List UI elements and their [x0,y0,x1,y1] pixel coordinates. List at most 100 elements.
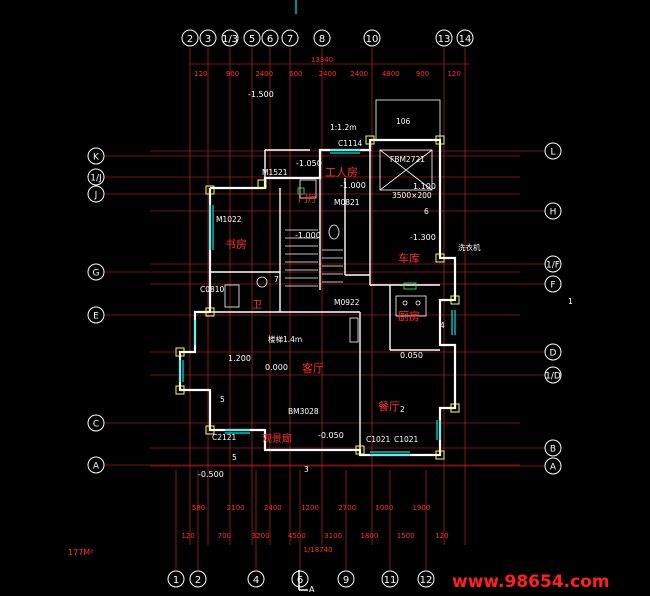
plumbing-fixtures [224,179,427,343]
level-0050: 0.050 [400,351,423,360]
axis-label-top: 10 [366,34,379,45]
axis-label-top: 3 [205,34,211,45]
num-6: 6 [424,207,429,216]
watermark: www.98654.com [452,572,610,592]
dim-bottom-2: 1000 [375,504,393,512]
axis-bubble-right [544,366,562,384]
axis-bubble-right [544,457,562,475]
dim-bottom: 1500 [397,532,415,540]
axis-label-top: 14 [459,34,472,45]
axis-bubble-right [544,439,562,457]
axis-label-right: 1/D [545,372,561,382]
axis-bubble-top [435,29,453,47]
axis-bubble-top [243,29,261,47]
axis-bubble-left [87,456,105,474]
level-neg1500: -1.500 [248,90,274,99]
dim-bottom: 700 [218,532,231,540]
axis-label-top: 6 [267,34,273,45]
level-neg1050: -1.050 [296,159,322,168]
dim-bottom: 1800 [360,532,378,540]
dim-bottom: 120 [435,532,448,540]
num-5b: 5 [232,453,237,462]
axis-bubble-bottom [247,570,265,588]
note-stair: 1:1.2m [330,123,357,132]
axis-label-top: 1/3 [222,34,238,45]
tag-m1521: M1521 [262,168,288,177]
dim-bottom: 3100 [324,532,342,540]
dim-bottom-2: 1900 [413,504,431,512]
dim-top: 900 [416,70,429,78]
level-1200: 1.200 [228,354,251,363]
axis-label-top: 5 [249,34,255,45]
axis-bubble-top [363,29,381,47]
dim-top: 600 [289,70,302,78]
tag-bm3028: BM3028 [288,407,319,416]
dim-bottom-total: 1/18740 [303,546,332,554]
axis-label-right: F [550,281,555,291]
axis-bubble-left [87,147,105,165]
windows [179,149,456,456]
tag-c1021a: C1021 [366,435,391,444]
interior-walls [210,149,440,450]
dim-bottom-2: 2100 [227,504,245,512]
section-label: A [309,585,315,594]
tag-m0821: M0821 [334,198,360,207]
room-study: 书房 [225,238,247,251]
dim-bottom-2: 580 [192,504,205,512]
num-3: 3 [304,465,309,474]
axis-bubble-bottom [337,570,355,588]
dim-bottom: 3200 [252,532,270,540]
axis-label-left: J [94,191,98,201]
level-neg1000b: -1.000 [295,231,321,240]
tag-m1022: M1022 [216,215,242,224]
axis-bubble-bottom [381,570,399,588]
axis-bubble-right [544,255,562,273]
axis-bubble-top [199,29,217,47]
axis-bubble-bottom [417,570,435,588]
axis-label-left: G [93,269,100,279]
axis-label-left: C [93,420,99,430]
axis-bubble-right [544,275,562,293]
axis-label-right: L [550,148,555,158]
dim-bottom: 4500 [288,532,306,540]
tag-106: 106 [396,117,411,126]
dim-bottom-2: 1200 [301,504,319,512]
axis-bubble-left [87,306,105,324]
axis-label-bottom: 4 [253,575,259,586]
axis-label-right: H [550,208,557,218]
room-servant: 工人房 [325,166,358,179]
room-living: 客厅 [302,361,324,375]
axis-label-bottom: 2 [195,575,201,586]
green-markers [297,187,417,290]
door-window-tags: FBM2721 BM3028 C2121 C1021 C1021 C1114 M… [200,117,573,474]
level-neg1000a: -1.000 [340,181,366,190]
axis-bubble-bottom [189,570,207,588]
level-marks: -1.500 -1.050 -1.000 -1.000 -1.300 1.200… [198,90,436,479]
note-garage: 3500×200 [392,191,432,200]
axis-bubble-top [181,29,199,47]
dim-top: 4800 [382,70,400,78]
tag-c1021b: C1021 [394,435,419,444]
axis-label-bottom: 9 [343,575,349,586]
axis-label-left: K [93,153,100,163]
axis-label-right: D [550,349,557,359]
room-kitchen: 厨房 [398,310,420,323]
tag-c1114: C1114 [338,139,363,148]
dim-top: 2400 [319,70,337,78]
axis-bubble-top [456,29,474,47]
axis-bubble-left [87,414,105,432]
dim-top: 120 [194,70,207,78]
area-label: 177M² [68,548,93,557]
tag-c2121: C2121 [212,433,237,442]
axis-bubble-top [221,29,239,47]
room-dining: 餐厅 [378,399,400,413]
axis-label-bottom: 6 [297,575,303,586]
room-wc: 卫 [252,300,262,311]
dim-top-total: 13340 [311,56,333,64]
axis-label-left: E [93,312,99,322]
axis-bubble-right [544,343,562,361]
